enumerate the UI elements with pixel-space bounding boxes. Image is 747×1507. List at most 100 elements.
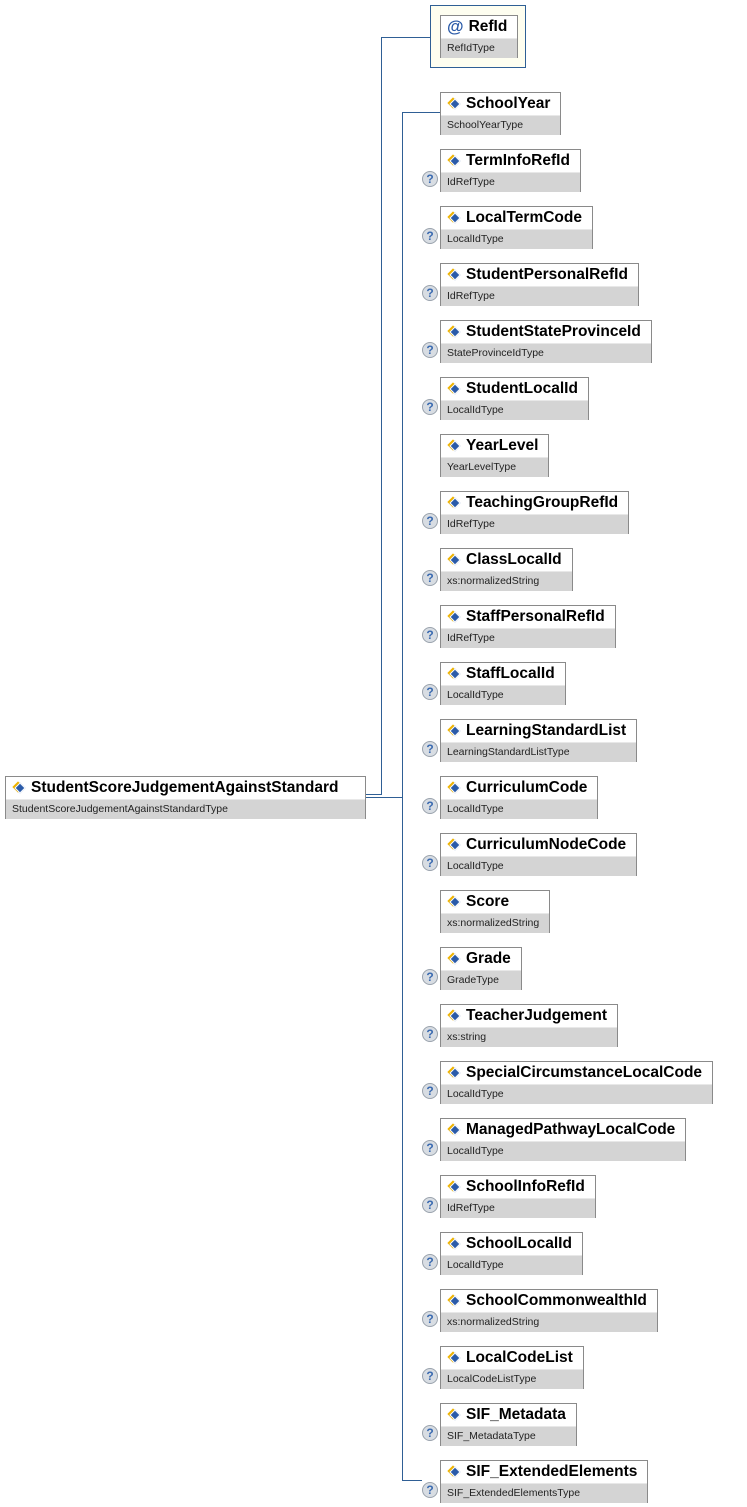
optional-question-icon: ? bbox=[422, 1482, 438, 1498]
child-element-type: LocalIdType bbox=[441, 1141, 686, 1161]
optional-question-icon: ? bbox=[422, 1425, 438, 1441]
optional-question-icon: ? bbox=[422, 969, 438, 985]
child-element-name: SpecialCircumstanceLocalCode bbox=[466, 1064, 703, 1081]
child-element-type: LocalIdType bbox=[441, 1084, 713, 1104]
element-icon bbox=[447, 156, 461, 166]
element-icon bbox=[447, 270, 461, 280]
element-icon bbox=[447, 612, 461, 622]
optional-question-icon: ? bbox=[422, 1368, 438, 1384]
element-icon bbox=[447, 99, 461, 109]
element-icon bbox=[447, 954, 461, 964]
element-icon bbox=[12, 783, 26, 793]
element-icon bbox=[447, 783, 461, 793]
child-element-type: SchoolYearType bbox=[441, 115, 561, 135]
element-icon bbox=[447, 726, 461, 736]
child-element-type: IdRefType bbox=[441, 514, 629, 534]
child-element-type: StateProvinceIdType bbox=[441, 343, 651, 363]
child-element-name: Grade bbox=[466, 950, 511, 967]
optional-question-icon: ? bbox=[422, 513, 438, 529]
element-icon bbox=[447, 384, 461, 394]
optional-question-icon: ? bbox=[422, 1311, 438, 1327]
optional-question-icon: ? bbox=[422, 285, 438, 301]
optional-question-icon: ? bbox=[422, 684, 438, 700]
element-icon bbox=[447, 498, 461, 508]
child-element-name: SchoolCommonwealthId bbox=[466, 1292, 647, 1309]
optional-question-icon: ? bbox=[422, 627, 438, 643]
child-element-name: TeachingGroupRefId bbox=[466, 494, 619, 511]
root-element-type: StudentScoreJudgementAgainstStandardType bbox=[6, 799, 365, 819]
child-element-type: LocalIdType bbox=[441, 1255, 582, 1275]
child-element-name: LocalTermCode bbox=[466, 209, 582, 226]
element-icon bbox=[447, 1467, 461, 1477]
child-element[interactable]: SchoolCommonwealthId xs:normalizedString bbox=[440, 1289, 658, 1332]
child-element-type: LocalIdType bbox=[441, 400, 588, 420]
child-element-name: StaffPersonalRefId bbox=[466, 608, 605, 625]
optional-question-icon: ? bbox=[422, 1140, 438, 1156]
element-icon bbox=[447, 1125, 461, 1135]
attribute-name: RefId bbox=[468, 18, 508, 35]
child-element-name: LearningStandardList bbox=[466, 722, 627, 739]
child-element-type: SIF_ExtendedElementsType bbox=[441, 1483, 648, 1503]
child-element-name: ClassLocalId bbox=[466, 551, 562, 568]
child-element-type: LearningStandardListType bbox=[441, 742, 637, 762]
optional-question-icon: ? bbox=[422, 399, 438, 415]
attribute-type: RefIdType bbox=[441, 38, 518, 58]
child-element-name: StudentPersonalRefId bbox=[466, 266, 628, 283]
optional-question-icon: ? bbox=[422, 228, 438, 244]
child-element-type: IdRefType bbox=[441, 1198, 595, 1218]
connector-attributes-horizontal bbox=[381, 37, 430, 38]
optional-question-icon: ? bbox=[422, 342, 438, 358]
connector-sequence-vertical bbox=[402, 112, 403, 1481]
element-icon bbox=[447, 1182, 461, 1192]
child-element-type: IdRefType bbox=[441, 286, 638, 306]
connector-root-to-attributes bbox=[365, 794, 382, 795]
child-element-name: SIF_Metadata bbox=[466, 1406, 566, 1423]
child-element-type: LocalIdType bbox=[441, 799, 598, 819]
child-element-name: SchoolYear bbox=[466, 95, 551, 112]
attribute-refid[interactable]: @RefId RefIdType bbox=[440, 15, 519, 58]
element-icon bbox=[447, 1353, 461, 1363]
root-element-name: StudentScoreJudgementAgainstStandard bbox=[31, 779, 339, 796]
element-icon bbox=[447, 213, 461, 223]
child-element-type: IdRefType bbox=[441, 628, 615, 648]
optional-question-icon: ? bbox=[422, 1026, 438, 1042]
child-element-type: xs:normalizedString bbox=[441, 1312, 657, 1332]
element-icon bbox=[447, 327, 461, 337]
element-icon bbox=[447, 555, 461, 565]
child-element-name: StudentLocalId bbox=[466, 380, 578, 397]
optional-question-icon: ? bbox=[422, 855, 438, 871]
element-icon bbox=[447, 1068, 461, 1078]
child-element-type: YearLevelType bbox=[441, 457, 549, 477]
element-icon bbox=[447, 669, 461, 679]
child-element-name: CurriculumCode bbox=[466, 779, 588, 796]
child-element-name: SchoolInfoRefId bbox=[466, 1178, 585, 1195]
at-sign-icon: @ bbox=[447, 17, 464, 36]
root-element[interactable]: StudentScoreJudgementAgainstStandard Stu… bbox=[5, 776, 366, 819]
connector-root-to-sequence bbox=[365, 797, 403, 798]
element-icon bbox=[447, 840, 461, 850]
